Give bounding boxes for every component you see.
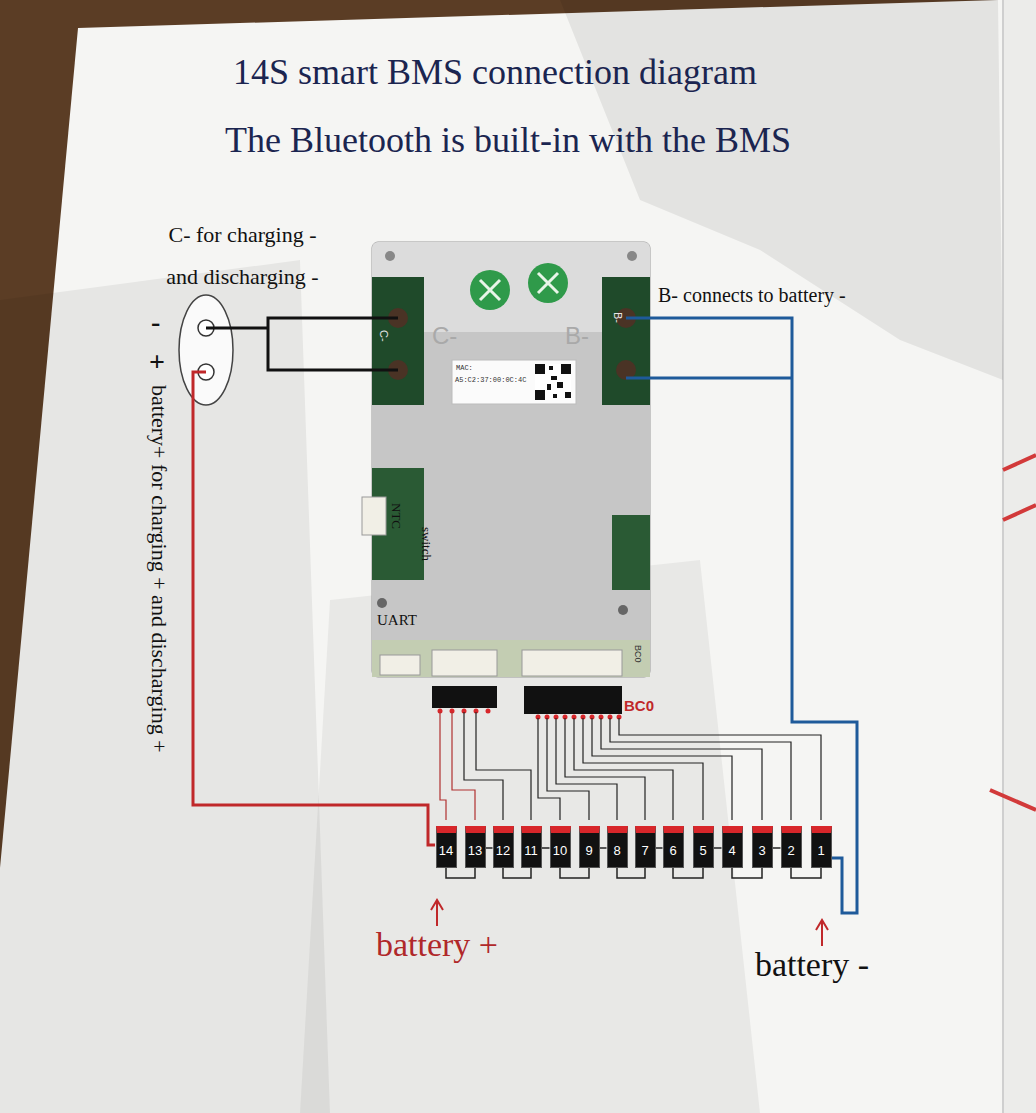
- battery-cell: 14: [436, 826, 457, 868]
- cell-number: 12: [496, 843, 510, 858]
- port-name: BC0: [624, 697, 654, 714]
- pcb-strip: [372, 640, 650, 677]
- battery-cell: 10: [550, 826, 571, 868]
- battery-cell: 11: [521, 826, 542, 868]
- board-outline: [372, 242, 650, 677]
- c-pad: [372, 277, 424, 405]
- sheet-edge: [1002, 0, 1004, 1113]
- cell-number: 14: [439, 843, 453, 858]
- series-link: [617, 868, 645, 878]
- qr-code: [535, 364, 571, 400]
- screw: [377, 598, 387, 608]
- balance-plug: [432, 686, 497, 708]
- bms-board: [362, 242, 650, 677]
- terminal-label: battery -: [755, 945, 869, 984]
- mac-text: A5:C2:37:00:0C:4C: [455, 376, 526, 384]
- series-link: [773, 847, 781, 849]
- terminal-label: battery +: [376, 925, 498, 964]
- series-link: [714, 847, 722, 849]
- cell-number: 6: [669, 843, 676, 858]
- series-link: [503, 868, 531, 878]
- port-name: BC0: [633, 645, 643, 663]
- cell-number: 2: [787, 843, 794, 858]
- cell-number: 1: [817, 843, 824, 858]
- port-name: switch: [418, 527, 433, 561]
- series-link: [732, 868, 762, 878]
- wire-note: battery+ for charging + and discharging …: [147, 385, 172, 753]
- battery-cell: 4: [722, 826, 743, 868]
- series-link: [656, 847, 663, 849]
- series-link: [673, 868, 703, 878]
- series-link: [791, 868, 821, 878]
- c-minus-wire: [206, 318, 398, 370]
- positive-wire: [193, 372, 435, 845]
- balance-socket: [522, 650, 622, 676]
- series-link: [600, 847, 607, 849]
- b-minus-wire: [626, 318, 857, 913]
- output-plug: [179, 295, 233, 405]
- port-name: UART: [377, 612, 417, 629]
- screw: [385, 251, 395, 261]
- pad-label: C-: [377, 330, 390, 342]
- balance-wires: [440, 712, 821, 820]
- terminal-note: C- for charging - and discharging -: [150, 214, 335, 298]
- ntc-connector: [362, 497, 386, 535]
- mac-text: MAC:: [456, 364, 473, 372]
- cell-number: 9: [585, 843, 592, 858]
- battery-cell: 7: [635, 826, 656, 868]
- shadow: [0, 260, 330, 1113]
- series-link: [486, 847, 493, 849]
- diagram-title: 14S smart BMS connection diagram: [233, 52, 757, 93]
- uart-connector: [380, 655, 420, 675]
- battery-cell: 1: [811, 826, 832, 868]
- board-marking: C-: [432, 322, 457, 350]
- port-name: NTC: [388, 503, 403, 529]
- balance-plug: [524, 686, 622, 714]
- sticker-mark: [480, 273, 558, 300]
- subtitle: The Bluetooth is built-in with the BMS: [225, 120, 791, 161]
- pointer-arrow: [431, 900, 443, 926]
- polarity-sign: -: [151, 306, 160, 338]
- cell-number: 7: [641, 843, 648, 858]
- battery-cell: 3: [752, 826, 773, 868]
- second-sheet: [1003, 0, 1036, 1113]
- series-link: [446, 868, 475, 878]
- battery-cell: 9: [579, 826, 600, 868]
- pcb-area: [612, 515, 650, 590]
- battery-cell: 6: [663, 826, 684, 868]
- cell-number: 4: [728, 843, 735, 858]
- b-pad: [602, 277, 650, 405]
- wire-note: B- connects to battery -: [658, 284, 846, 307]
- cell-number: 5: [699, 843, 706, 858]
- series-link: [542, 847, 550, 849]
- series-link: [560, 868, 589, 878]
- mac-label: [452, 360, 576, 404]
- pointer-arrow: [816, 920, 828, 946]
- board-marking: B-: [565, 322, 589, 350]
- battery-cell: 2: [781, 826, 802, 868]
- screw: [627, 251, 637, 261]
- battery-cell: 5: [693, 826, 714, 868]
- cell-number: 13: [468, 843, 482, 858]
- battery-cell: 8: [607, 826, 628, 868]
- shadow: [300, 560, 760, 1113]
- second-sheet-mark: [990, 455, 1036, 810]
- pin-dots: [438, 709, 622, 720]
- cell-number: 3: [758, 843, 765, 858]
- cell-number: 8: [613, 843, 620, 858]
- cell-number: 10: [553, 843, 567, 858]
- battery-cell: 12: [493, 826, 514, 868]
- balance-socket: [432, 650, 497, 676]
- cell-number: 11: [524, 843, 538, 858]
- screw: [618, 605, 628, 615]
- polarity-sign: +: [149, 346, 165, 378]
- battery-cell: 13: [465, 826, 486, 868]
- pad-label: B-: [611, 312, 624, 323]
